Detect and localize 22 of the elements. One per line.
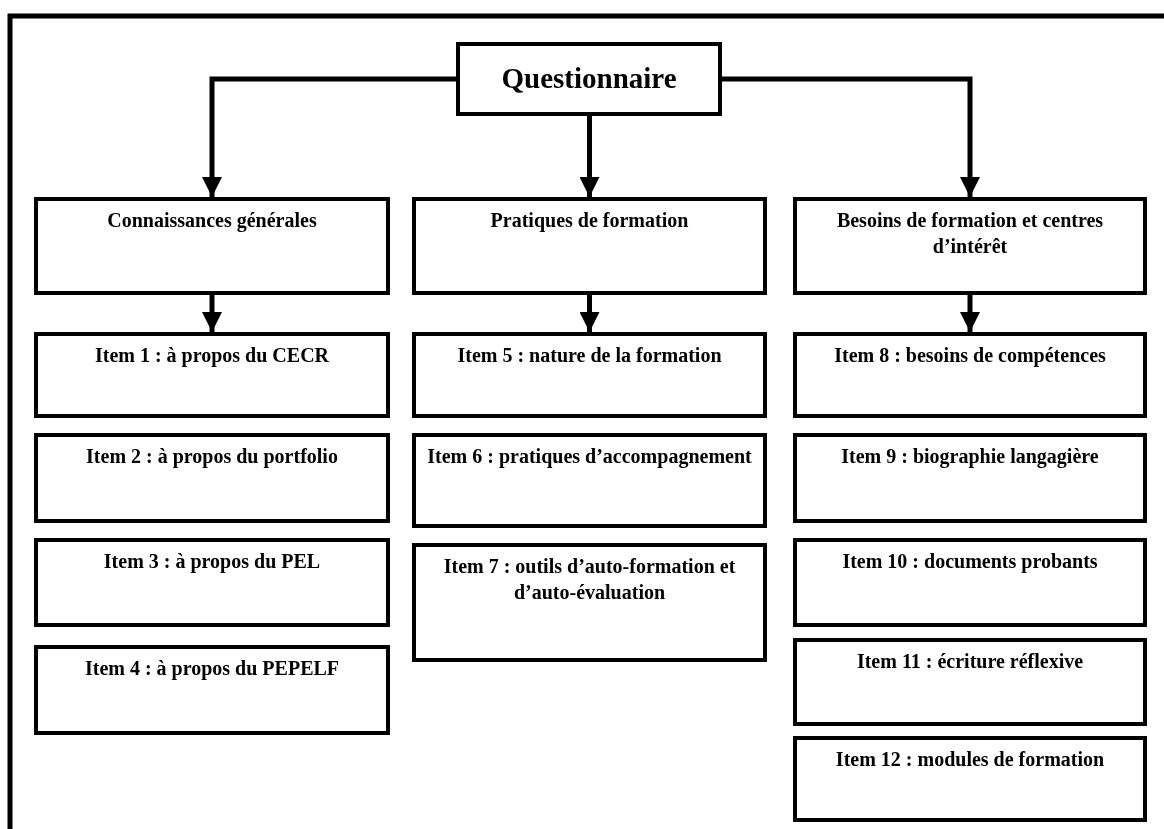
item-box: Item 12 : modules de formation	[793, 736, 1147, 822]
item-box: Item 3 : à propos du PEL	[34, 538, 390, 627]
category-box: Pratiques de formation	[412, 197, 767, 295]
root-box: Questionnaire	[456, 42, 722, 116]
item-box: Item 9 : biographie langagière	[793, 433, 1147, 523]
arrow	[202, 76, 456, 197]
arrow	[579, 295, 600, 332]
item-box: Item 5 : nature de la formation	[412, 332, 767, 418]
item-box: Item 8 : besoins de compétences	[793, 332, 1147, 418]
category-box: Connaissances générales	[34, 197, 390, 295]
item-box: Item 2 : à propos du portfolio	[34, 433, 390, 523]
item-box: Item 6 : pratiques d’accompagnement	[412, 433, 767, 528]
item-box: Item 11 : écriture réflexive	[793, 638, 1147, 726]
arrow	[579, 116, 600, 197]
item-box: Item 4 : à propos du PEPELF	[34, 645, 390, 735]
arrow	[202, 295, 222, 332]
item-box: Item 7 : outils d’auto-formation et d’auto-évaluation	[412, 543, 767, 662]
arrow	[960, 295, 980, 332]
item-box: Item 10 : documents probants	[793, 538, 1147, 627]
category-box: Besoins de formation et centres d’intérêt	[793, 197, 1147, 295]
item-box: Item 1 : à propos du CECR	[34, 332, 390, 418]
arrow	[722, 76, 980, 197]
